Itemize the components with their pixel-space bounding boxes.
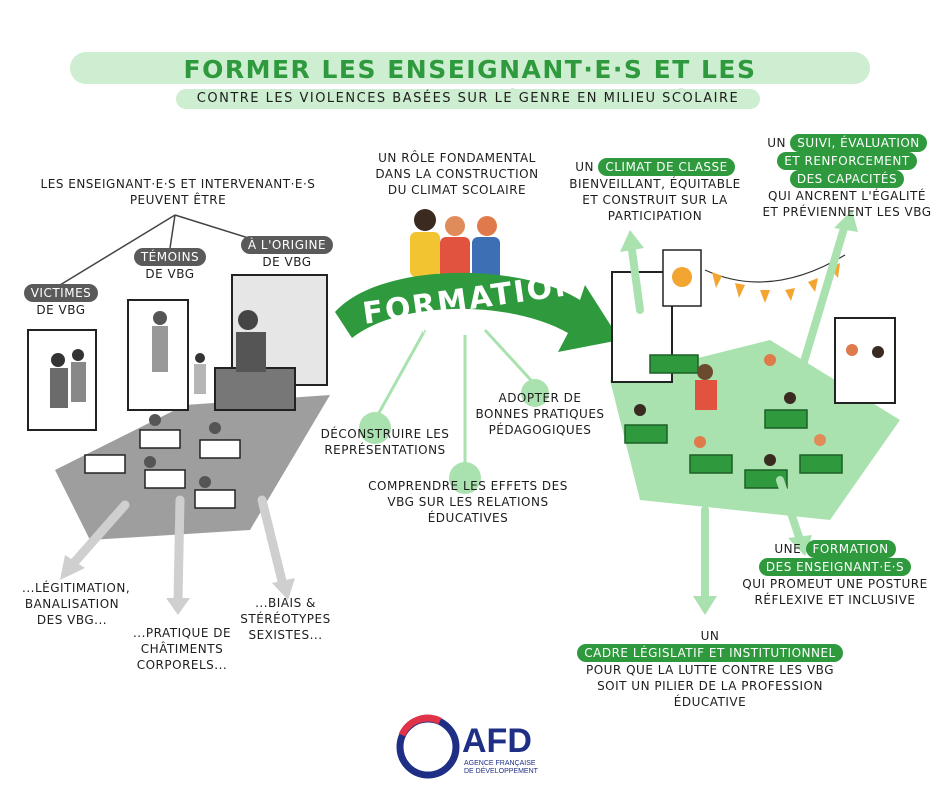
right-window	[834, 317, 896, 404]
suivi-rest: QUI ANCRENT L'ÉGALITÉ ET PRÉVIENNENT LES…	[762, 189, 932, 219]
child-figure-head	[195, 353, 205, 363]
suivi-tag-2: ET RENFORCEMENT	[777, 152, 917, 170]
victimes-rest: DE VBG	[36, 303, 86, 317]
consequence-legitimation: ...LÉGITIMATION, BANALISATION DES VBG...	[22, 581, 131, 627]
suivi-pre: UN	[767, 136, 786, 150]
left-connector-lines	[59, 214, 256, 286]
child-figure-body	[194, 364, 206, 394]
climat-tag: CLIMAT DE CLASSE	[598, 158, 735, 176]
victim-figure-body	[50, 368, 68, 408]
consequence-chatiments: ...PRATIQUE DE CHÂTIMENTS CORPORELS...	[132, 626, 232, 672]
temoins-rest: DE VBG	[145, 267, 195, 281]
afd-line2: DE DÉVELOPPEMENT	[464, 768, 538, 775]
consequence-biais: ...BIAIS & STÉRÉOTYPES SEXISTES...	[240, 596, 331, 642]
right-students	[634, 354, 826, 466]
afd-ring-red	[398, 714, 442, 737]
cadre-rest: POUR QUE LA LUTTE CONTRE LES VBG SOIT UN…	[585, 663, 835, 709]
suivi-tag-1: SUIVI, ÉVALUATION	[790, 134, 927, 152]
origine-tag: À L'ORIGINE	[240, 236, 334, 254]
cadre-pre: UN	[700, 629, 720, 643]
title-highlight	[70, 52, 870, 84]
afd-logo-text: AFD	[462, 722, 532, 760]
aggressor-figure-head	[72, 349, 84, 361]
sun-icon	[672, 267, 692, 287]
right-desks	[624, 354, 843, 489]
formation-outcome: UNE FORMATION DES ENSEIGNANT·E·S QUI PRO…	[740, 540, 930, 608]
angry-teacher-head	[238, 310, 258, 330]
suivi-tag-3: DES CAPACITÉS	[789, 170, 905, 188]
victim-figure-head	[51, 353, 65, 367]
cadre-outcome: UN CADRE LÉGISLATIF ET INSTITUTIONNEL PO…	[570, 628, 850, 710]
bunting-line	[704, 254, 846, 283]
formation-tag-2: DES ENSEIGNANT·E·S	[758, 558, 912, 576]
temoins-label: TÉMOINS DE VBG	[122, 248, 218, 282]
origine-label: À L'ORIGINE DE VBG	[228, 236, 346, 270]
subtitle-highlight	[176, 89, 760, 109]
left-consequence-arrows	[67, 495, 288, 605]
suivi-outcome: UN SUIVI, ÉVALUATION ET RENFORCEMENT DES…	[762, 134, 932, 220]
role-text: UN RÔLE FONDAMENTAL DANS LA CONSTRUCTION…	[375, 151, 539, 197]
left-desks	[84, 429, 241, 509]
formation-arrow	[335, 272, 620, 352]
cadre-tag: CADRE LÉGISLATIF ET INSTITUTIONNEL	[577, 644, 843, 662]
teacher-desk	[214, 367, 296, 411]
aggressor-figure-body	[71, 362, 86, 402]
bunting-flags	[712, 263, 840, 303]
climat-rest: BIENVEILLANT, ÉQUITABLE ET CONSTRUIT SUR…	[569, 177, 741, 223]
victimes-label: VICTIMES DE VBG	[18, 284, 104, 318]
witness-figure-head	[153, 311, 167, 325]
formation-rest: QUI PROMEUT UNE POSTURE RÉFLEXIVE ET INC…	[742, 577, 928, 607]
angry-teacher-body	[236, 332, 266, 372]
left-intro-text: LES ENSEIGNANT·E·S ET INTERVENANT·E·S PE…	[40, 177, 316, 207]
afd-logo-subtitle: AGENCE FRANÇAISE DE DÉVELOPPEMENT	[464, 760, 538, 776]
witness-figure-body	[152, 326, 168, 372]
formation-pre: UNE	[774, 542, 802, 556]
outcome-arrows	[628, 221, 849, 602]
right-classroom-floor	[610, 340, 900, 520]
left-students	[144, 414, 221, 488]
temoins-tag: TÉMOINS	[133, 248, 207, 266]
climat-pre: UN	[575, 160, 595, 174]
goal-deconstruire: DÉCONSTRUIRE LES REPRÉSENTATIONS	[320, 427, 450, 457]
climat-outcome: UN CLIMAT DE CLASSE BIENVEILLANT, ÉQUITA…	[560, 158, 750, 224]
afd-line1: AGENCE FRANÇAISE	[464, 760, 536, 767]
goal-bubbles	[359, 379, 549, 494]
victimes-tag: VICTIMES	[23, 284, 99, 302]
left-arrow-heads	[60, 555, 295, 615]
outcome-arrow-heads	[620, 210, 858, 615]
center-people	[410, 209, 500, 282]
goal-adopter: ADOPTER DE BONNES PRATIQUES PÉDAGOGIQUES	[475, 391, 605, 437]
formation-tag-1: FORMATION	[805, 540, 896, 558]
origine-rest: DE VBG	[262, 255, 312, 269]
goal-comprendre: COMPRENDRE LES EFFETS DES VBG SUR LES RE…	[368, 479, 568, 525]
page-subtitle: CONTRE LES VIOLENCES BASÉES SUR LE GENRE…	[196, 91, 740, 106]
